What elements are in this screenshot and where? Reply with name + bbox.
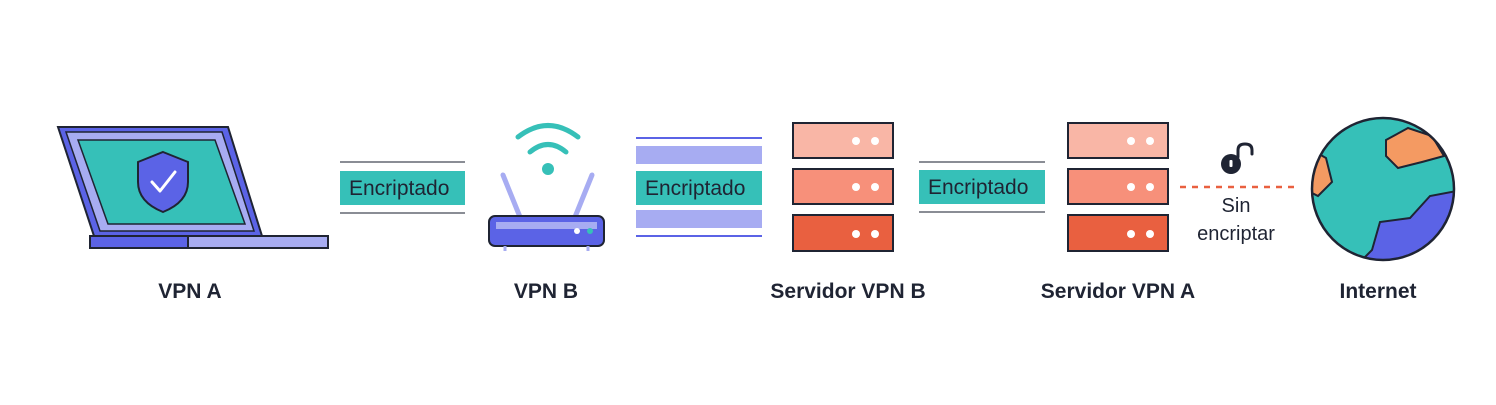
server-rack-icon [792, 122, 894, 252]
globe-icon [1310, 116, 1456, 262]
tunnel-1-label: Encriptado [349, 177, 450, 200]
wifi-router-icon [488, 123, 605, 251]
unencrypted-label-line2: encriptar [1197, 223, 1275, 245]
encrypted-tunnel-3 [919, 161, 1045, 213]
encrypted-tunnel-1 [340, 161, 465, 214]
tunnel-2-label: Encriptado [645, 177, 746, 200]
unlocked-padlock-icon [1221, 142, 1254, 174]
unencrypted-label-line1: Sin [1221, 195, 1251, 217]
label-vpn-b: VPN B [513, 280, 579, 303]
label-internet: Internet [1339, 280, 1417, 303]
laptop-shield-icon [56, 126, 329, 249]
tunnel-3-label: Encriptado [928, 176, 1029, 199]
encrypted-tunnel-2 [636, 137, 762, 237]
label-server-vpn-a: Servidor VPN A [1040, 280, 1196, 303]
label-vpn-a: VPN A [158, 280, 222, 303]
label-server-vpn-b: Servidor VPN B [770, 280, 926, 303]
server-rack-icon [1067, 122, 1169, 252]
